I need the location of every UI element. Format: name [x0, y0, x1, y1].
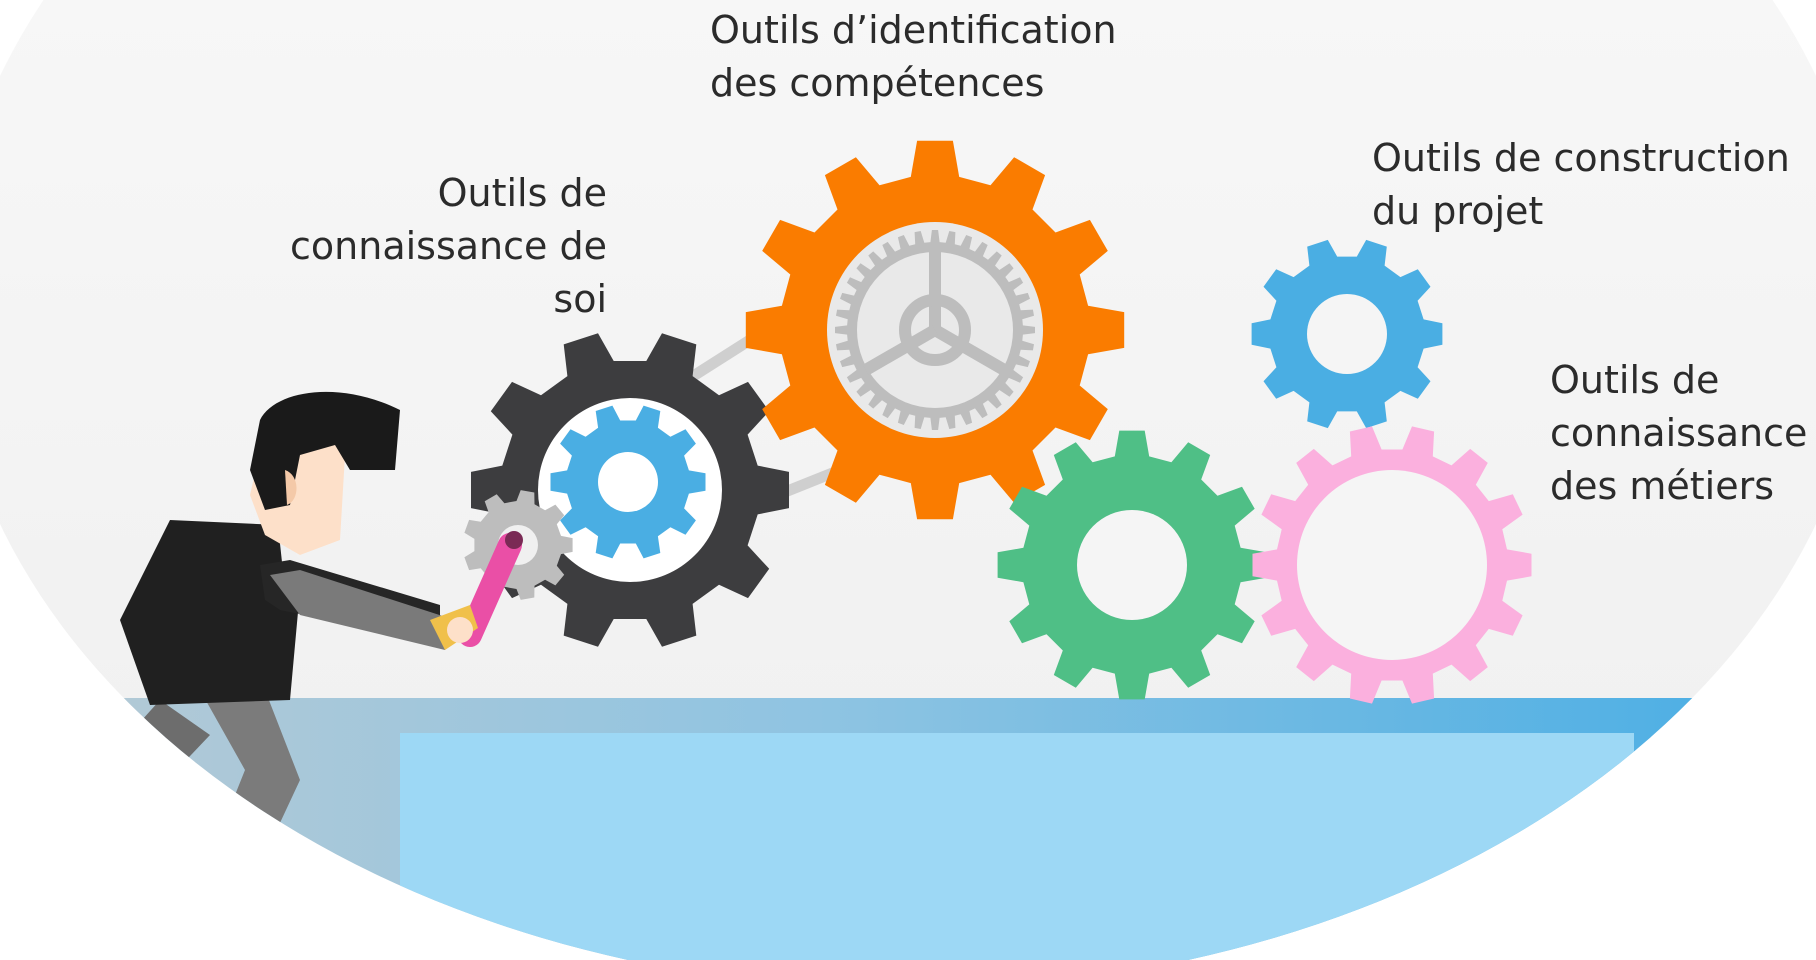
label-skills-identification-tools: Outils d’identification des compétences: [710, 8, 1117, 105]
spoked-wheel-icon: [835, 230, 1035, 430]
label-jobs-knowledge-tools: Outils de connaissance des métiers: [1550, 358, 1808, 508]
label-project-construction-tools: Outils de construction du projet: [1372, 136, 1790, 233]
inner-blue-gear-icon: [550, 405, 706, 559]
pink-gear-icon: [1252, 426, 1532, 704]
text-panel: [400, 733, 1634, 960]
green-gear-icon: [997, 430, 1267, 700]
crank-handle: [458, 531, 523, 647]
blue-small-gear-icon: [1251, 239, 1443, 429]
label-self-knowledge-tools: Outils de connaissance de soi: [290, 171, 607, 321]
person-shadow: [40, 916, 340, 944]
